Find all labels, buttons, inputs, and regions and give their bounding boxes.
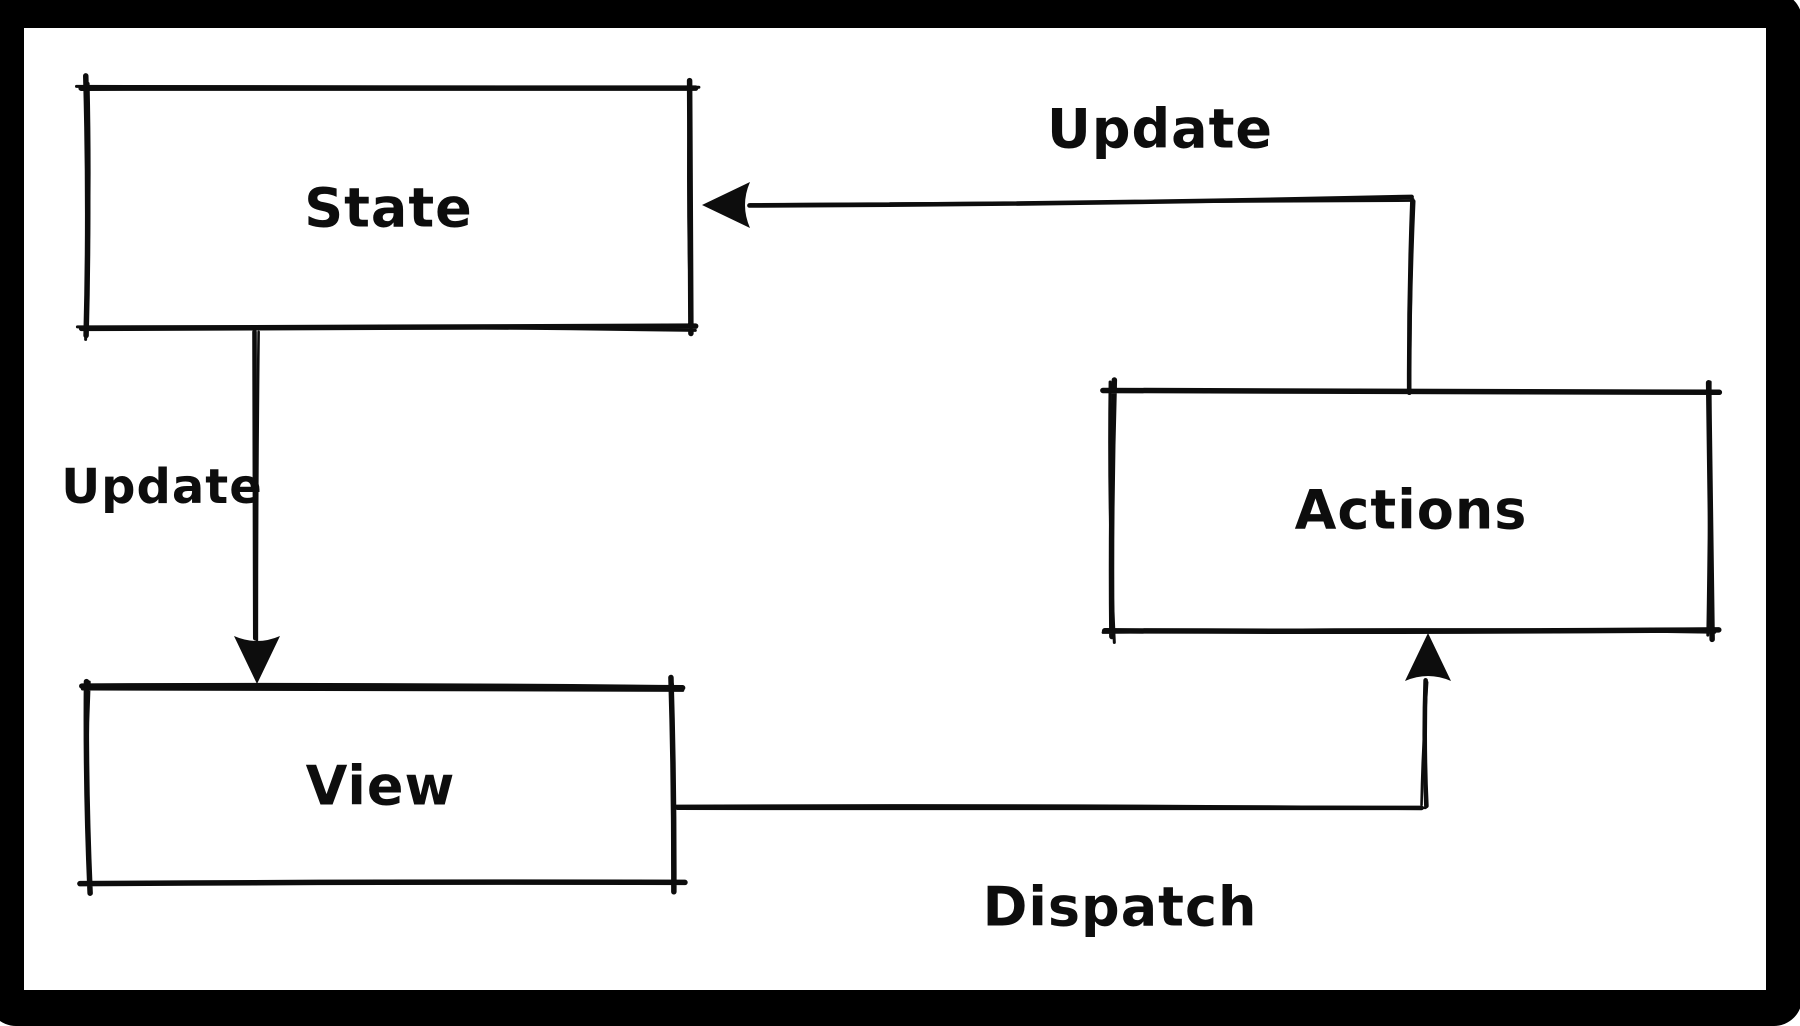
update-top-edge-label[interactable]: Update xyxy=(1046,97,1274,161)
dispatch-edge-label[interactable]: Dispatch xyxy=(982,875,1258,939)
update-state-to-view-arrow-line[interactable] xyxy=(255,330,260,644)
view-box-label[interactable]: View xyxy=(305,754,456,817)
update-actions-to-state-arrow-arrowhead[interactable] xyxy=(702,182,750,228)
update-state-to-view-arrow-line[interactable] xyxy=(252,329,258,641)
update-actions-to-state-arrow-line[interactable] xyxy=(747,194,1415,396)
update-actions-to-state-arrow-line[interactable] xyxy=(749,199,1416,395)
actions-box-outline[interactable] xyxy=(1101,380,1721,644)
dispatch-view-to-actions-arrow-line[interactable] xyxy=(675,678,1429,811)
update-left-edge-label[interactable]: Update xyxy=(61,459,263,515)
dispatch-view-to-actions-arrow-line[interactable] xyxy=(674,680,1429,810)
state-box-outline[interactable] xyxy=(74,80,701,341)
actions-box-label[interactable]: Actions xyxy=(1294,478,1528,542)
dispatch-view-to-actions-arrow-arrowhead[interactable] xyxy=(1405,633,1451,681)
state-box-label[interactable]: State xyxy=(304,176,473,240)
update-state-to-view-arrow-arrowhead[interactable] xyxy=(234,636,280,684)
view-box-outline[interactable] xyxy=(77,680,685,889)
